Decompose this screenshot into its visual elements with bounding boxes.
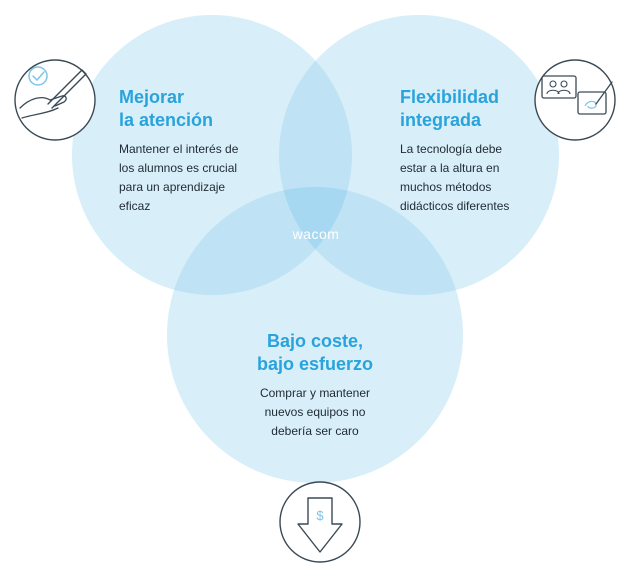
hand-pen-check-icon [14,59,96,141]
flexibility-title-line1: Flexibilidad [400,87,500,107]
flexibility-title-line2: integrada [400,110,482,130]
flexibility-description: La tecnología debe estar a la altura en … [400,140,509,216]
flexibility-desc-line2: estar a la altura en [400,161,500,175]
attention-desc-line4: eficaz [119,199,151,213]
flexibility-desc-line3: muchos métodos [400,180,492,194]
cost-title-line2: bajo esfuerzo [256,354,374,374]
cost-title: Bajo coste, bajo esfuerzo [215,330,415,376]
overlap-flexibility-cost [279,187,463,295]
dollar-down-arrow-icon: $ [279,481,361,563]
wacom-logo: wacom [292,226,340,242]
screen-tablet-icon [534,59,616,141]
attention-desc-line2: los alumnos es crucial [119,161,238,175]
cost-desc-line1: Comprar y mantener [259,386,371,400]
attention-title-line2: la atención [119,110,214,130]
flexibility-desc-line4: didácticos diferentes [400,199,510,213]
cost-title-line1: Bajo coste, [266,331,364,351]
attention-desc-line3: para un aprendizaje [119,180,226,194]
flexibility-title: Flexibilidad integrada [400,86,499,132]
attention-desc-line1: Mantener el interés de [119,142,239,156]
attention-description: Mantener el interés de los alumnos es cr… [119,140,238,216]
attention-title: Mejorar la atención [119,86,213,132]
cost-desc-line3: debería ser caro [271,424,359,438]
overlap-attention-cost [167,187,352,295]
cost-description: Comprar y mantener nuevos equipos no deb… [215,384,415,441]
flexibility-desc-line1: La tecnología debe [400,142,503,156]
svg-text:$: $ [316,508,324,523]
attention-title-line1: Mejorar [119,87,185,107]
cost-desc-line2: nuevos equipos no [264,405,366,419]
